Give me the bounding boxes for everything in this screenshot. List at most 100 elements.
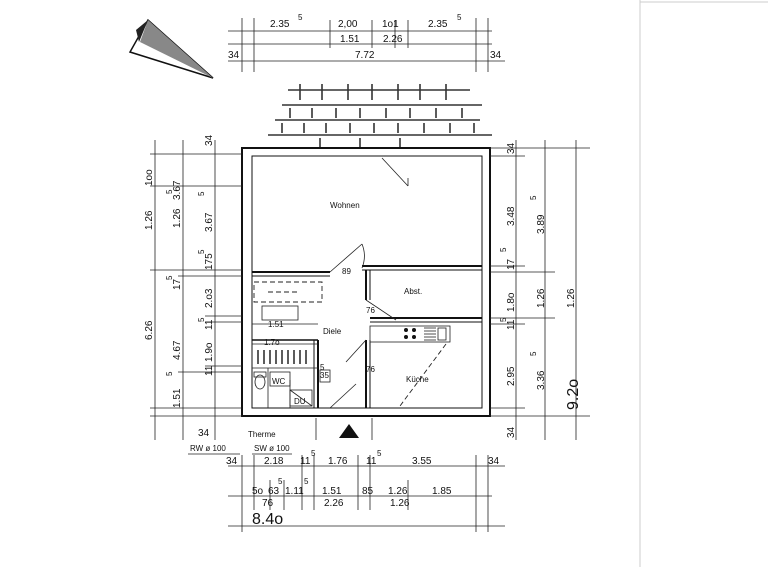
left-dim-151: 1.51 bbox=[172, 388, 183, 408]
bottom-dim-115-a-sup: 5 bbox=[311, 449, 316, 458]
bottom-dim-218: 2.18 bbox=[264, 456, 284, 467]
bottom-dim-115-b: 11 bbox=[366, 456, 377, 467]
bath-radiator bbox=[257, 350, 307, 364]
left-dim-100: 1oo bbox=[144, 169, 155, 186]
right-dim-34-bottom: 34 bbox=[506, 426, 517, 438]
bottom-dim-total: 8.4o bbox=[252, 511, 283, 528]
bottom-dim-63: 63 bbox=[268, 486, 280, 497]
door-width-76-b: 76 bbox=[366, 365, 375, 374]
right-dimension-lines bbox=[490, 140, 590, 440]
therme-note: Therme bbox=[248, 430, 276, 439]
bottom-dim-50: 5o bbox=[252, 486, 264, 497]
left-dim-626: 6.26 bbox=[144, 320, 155, 340]
top-dim-34-right: 34 bbox=[490, 50, 502, 61]
left-dim-126b: 1.26 bbox=[172, 208, 183, 228]
top-dim-1-sup: 5 bbox=[298, 13, 303, 22]
right-dim-3365-sup: 5 bbox=[529, 351, 538, 356]
bottom-dim-126b: 1.26 bbox=[390, 498, 410, 509]
bottom-dim-185: 1.85 bbox=[432, 486, 452, 497]
room-storage-label: Abst. bbox=[404, 287, 422, 296]
north-arrow-icon bbox=[128, 18, 214, 79]
entrance-arrow-icon bbox=[339, 424, 359, 438]
right-dimension-labels: 34 3.48 17 5 1.8o 11 5 2.95 34 3.89 5 1.… bbox=[499, 142, 582, 438]
room-hall-label: Diele bbox=[323, 327, 342, 336]
interior-walls bbox=[252, 265, 482, 408]
left-dim-203: 2.o3 bbox=[204, 288, 215, 308]
left-dim-467: 4.67 bbox=[172, 340, 183, 360]
right-dim-175: 17 bbox=[506, 258, 517, 270]
bottom-dim-85: 85 bbox=[362, 486, 374, 497]
left-dim-115b: 11 bbox=[204, 365, 215, 376]
right-dim-115-sup: 5 bbox=[499, 317, 508, 322]
bottom-dim-126: 1.26 bbox=[388, 486, 408, 497]
door-width-76-a: 76 bbox=[366, 306, 375, 315]
left-dim-190: 1.9o bbox=[204, 342, 215, 362]
left-dim-151-sup: 5 bbox=[165, 371, 174, 376]
inner-dim-35: 35 bbox=[320, 371, 329, 380]
left-dim-175-sup: 5 bbox=[165, 275, 174, 280]
right-dim-180: 1.8o bbox=[506, 292, 517, 312]
left-dim-3675-a: 3.67 bbox=[172, 180, 183, 200]
bottom-dim-115-b-sup: 5 bbox=[377, 449, 382, 458]
bottom-dim-76: 76 bbox=[262, 498, 274, 509]
inner-dim-170: 1.7o bbox=[264, 338, 280, 347]
right-dim-3365: 3.36 bbox=[536, 370, 547, 390]
top-dimension-lines bbox=[228, 18, 505, 72]
left-dimension-lines bbox=[150, 140, 242, 440]
left-dim-115-sup: 5 bbox=[197, 317, 206, 322]
top-dim-226: 2.26 bbox=[383, 34, 403, 45]
left-dim-3675-a-sup: 5 bbox=[165, 189, 174, 194]
top-dim-151: 1.51 bbox=[340, 34, 360, 45]
right-dim-115: 11 bbox=[506, 319, 517, 330]
top-dim-4-sup: 5 bbox=[457, 13, 462, 22]
bottom-dim-226: 2.26 bbox=[324, 498, 344, 509]
bottom-dimension-labels: 34 2.18 11 5 1.76 11 5 3.55 34 5o 63 5 1… bbox=[226, 449, 500, 528]
doors bbox=[329, 157, 409, 409]
top-dim-3: 1o1 bbox=[382, 19, 399, 30]
left-dim-175b: 175 bbox=[204, 253, 215, 270]
room-kitchen-label: Küche bbox=[406, 375, 429, 384]
bottom-dimension-lines bbox=[228, 455, 505, 532]
left-dimension-labels: 1.26 1oo 6.26 34 1.26 17 5 4.67 1.51 5 3… bbox=[144, 134, 215, 439]
room-wc-label: WC bbox=[272, 377, 286, 386]
top-dim-2: 2,00 bbox=[338, 19, 358, 30]
bottom-dim-63-sup: 5 bbox=[278, 477, 283, 486]
left-dim-175b-sup: 5 bbox=[197, 249, 206, 254]
bottom-dim-34-left: 34 bbox=[226, 456, 238, 467]
left-dim-175: 17 bbox=[172, 278, 183, 290]
left-dim-3675-b-sup: 5 bbox=[197, 191, 206, 196]
right-dim-126b: 1.26 bbox=[566, 288, 577, 308]
bottom-dim-176: 1.76 bbox=[328, 456, 348, 467]
right-dim-34-top: 34 bbox=[506, 142, 517, 154]
bottom-dim-355: 3.55 bbox=[412, 456, 432, 467]
left-dim-115: 11 bbox=[204, 319, 215, 330]
left-dim-3675-b: 3.67 bbox=[204, 212, 215, 232]
bottom-dim-115-a: 11 bbox=[300, 456, 311, 467]
hall-wardrobe bbox=[252, 281, 323, 345]
right-dim-total: 9.2o bbox=[565, 379, 582, 410]
sw-pipe-note: SW ø 100 bbox=[254, 444, 290, 453]
left-dim-126: 1.26 bbox=[144, 210, 155, 230]
bottom-dim-151: 1.51 bbox=[322, 486, 342, 497]
right-dim-348: 3.48 bbox=[506, 206, 517, 226]
inner-dim-151: 1.51 bbox=[268, 320, 284, 329]
top-dim-1: 2.35 bbox=[270, 19, 290, 30]
bottom-dim-111: 1.11 bbox=[285, 486, 304, 497]
top-dim-4: 2.35 bbox=[428, 19, 448, 30]
rw-pipe-note: RW ø 100 bbox=[190, 444, 226, 453]
sanitary-fixtures bbox=[253, 369, 331, 407]
room-shower-label: DU bbox=[294, 397, 306, 406]
left-dim-34: 34 bbox=[204, 134, 215, 146]
right-dim-175-sup: 5 bbox=[499, 247, 508, 252]
top-dim-34-left: 34 bbox=[228, 50, 240, 61]
roof-hatching bbox=[268, 84, 492, 148]
kitchen-counter bbox=[369, 325, 451, 407]
inner-dim-35-sup: 5 bbox=[320, 363, 325, 372]
right-dim-126: 1.26 bbox=[536, 288, 547, 308]
top-dim-total: 7.72 bbox=[355, 50, 375, 61]
right-dim-295: 2.95 bbox=[506, 366, 517, 386]
room-living-label: Wohnen bbox=[330, 201, 360, 210]
right-dim-3895-sup: 5 bbox=[529, 195, 538, 200]
right-dim-3895: 3.89 bbox=[536, 214, 547, 234]
